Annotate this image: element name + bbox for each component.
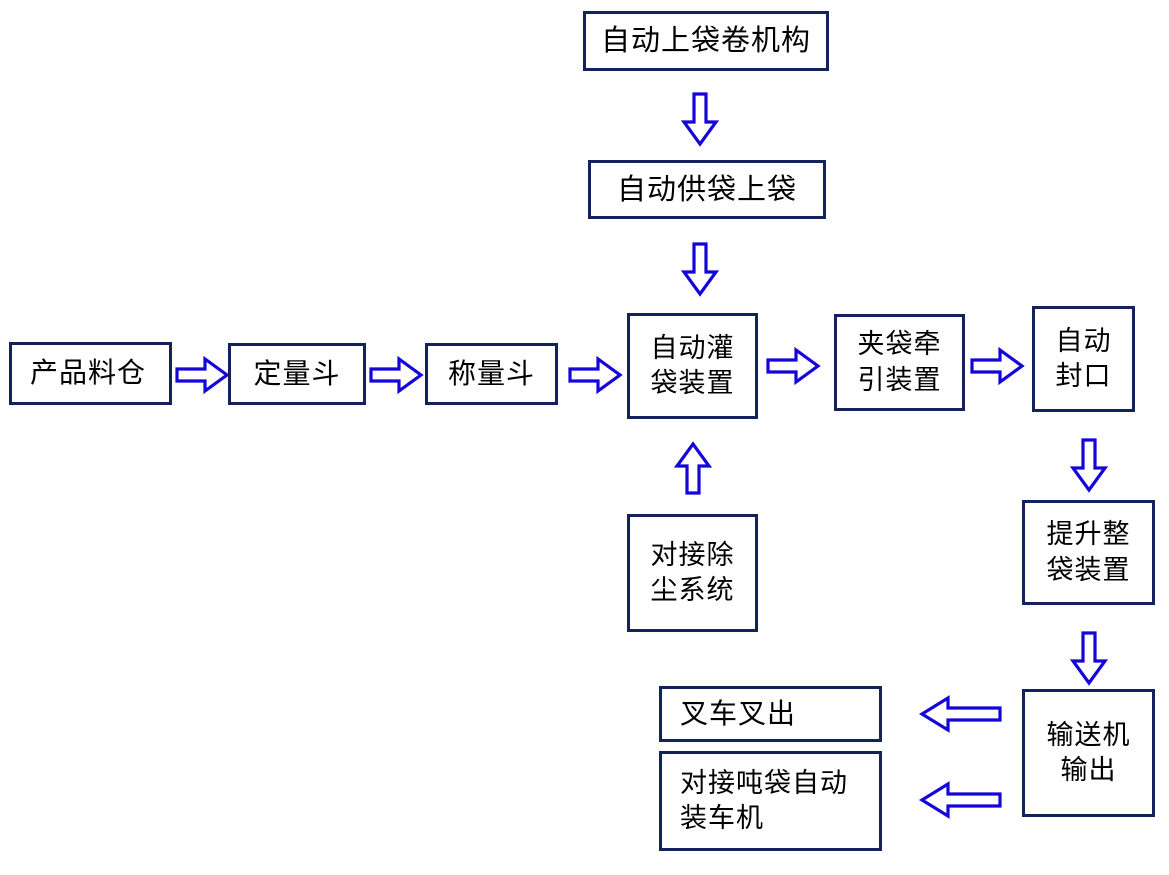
node-forklift-out[interactable]: 叉车叉出 <box>659 686 882 742</box>
node-conveyor-output[interactable]: 输送机 输出 <box>1022 689 1155 817</box>
node-weighing-hopper[interactable]: 称量斗 <box>425 343 558 405</box>
arrow-sealing-to-lifting <box>1069 438 1109 493</box>
arrow-clamp-to-sealing <box>970 346 1025 386</box>
node-ton-bag-auto-truck-loader[interactable]: 对接吨袋自动 装车机 <box>659 751 882 851</box>
arrow-feedbag-to-filling <box>680 242 720 297</box>
node-dust-collection-system[interactable]: 对接除 尘系统 <box>627 514 758 632</box>
arrow-bagroll-to-feedbag <box>680 92 720 147</box>
node-auto-filling-device[interactable]: 自动灌 袋装置 <box>627 313 758 419</box>
node-auto-sealing[interactable]: 自动 封口 <box>1032 306 1135 412</box>
node-lifting-bag-shaping-device[interactable]: 提升整 袋装置 <box>1022 500 1155 605</box>
arrow-conveyor-to-forklift <box>918 695 1002 733</box>
node-auto-bag-roll-mechanism[interactable]: 自动上袋卷机构 <box>583 11 829 71</box>
arrow-filling-to-clamp <box>766 346 821 386</box>
arrow-dust-to-filling <box>673 441 713 495</box>
node-auto-feed-bag[interactable]: 自动供袋上袋 <box>588 160 826 219</box>
node-product-silo[interactable]: 产品料仓 <box>9 342 172 405</box>
node-bag-clamp-traction-device[interactable]: 夹袋牵 引装置 <box>834 314 965 411</box>
arrow-weighing-to-filling <box>568 355 623 395</box>
arrow-conveyor-to-tonbagloader <box>918 781 1002 819</box>
arrow-dosing-to-weighing <box>369 355 424 395</box>
arrow-lifting-to-conveyor <box>1069 631 1109 686</box>
arrow-silo-to-dosing <box>175 355 230 395</box>
node-dosing-hopper[interactable]: 定量斗 <box>228 343 366 405</box>
